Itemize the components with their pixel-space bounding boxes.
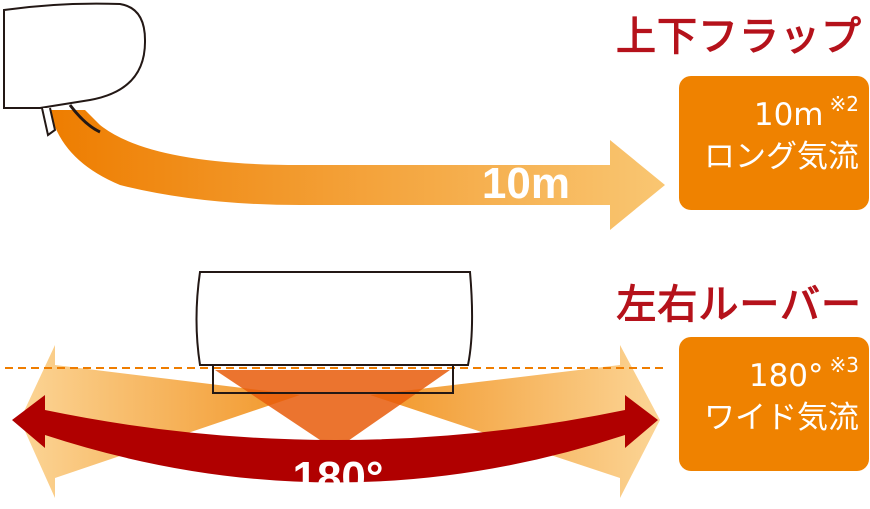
box-label: ワイド気流 <box>704 400 859 436</box>
angle-label: 180° <box>292 453 383 502</box>
box-label: ロング気流 <box>704 139 859 175</box>
horizontal-louver-title: 左右ルーバー <box>616 282 862 328</box>
box-value: 180° <box>748 358 824 394</box>
indoor-unit-front-view: 180° <box>5 271 665 502</box>
footnote-mark: ※2 <box>829 92 859 116</box>
long-airflow-arrow <box>50 110 665 230</box>
distance-label: 10m <box>482 159 570 208</box>
indoor-unit-side-view: 10m <box>3 2 665 230</box>
left-airflow-arrow <box>20 345 300 498</box>
long-airflow-box: 10m※2 ロング気流 <box>679 76 869 210</box>
vertical-flap-title: 上下フラップ <box>616 14 862 60</box>
box-value: 10m <box>753 97 824 133</box>
wide-angle-arc-arrow <box>12 395 658 483</box>
footnote-mark: ※3 <box>829 353 859 377</box>
right-airflow-arrow <box>370 345 660 498</box>
wide-airflow-box: 180°※3 ワイド気流 <box>679 337 869 471</box>
